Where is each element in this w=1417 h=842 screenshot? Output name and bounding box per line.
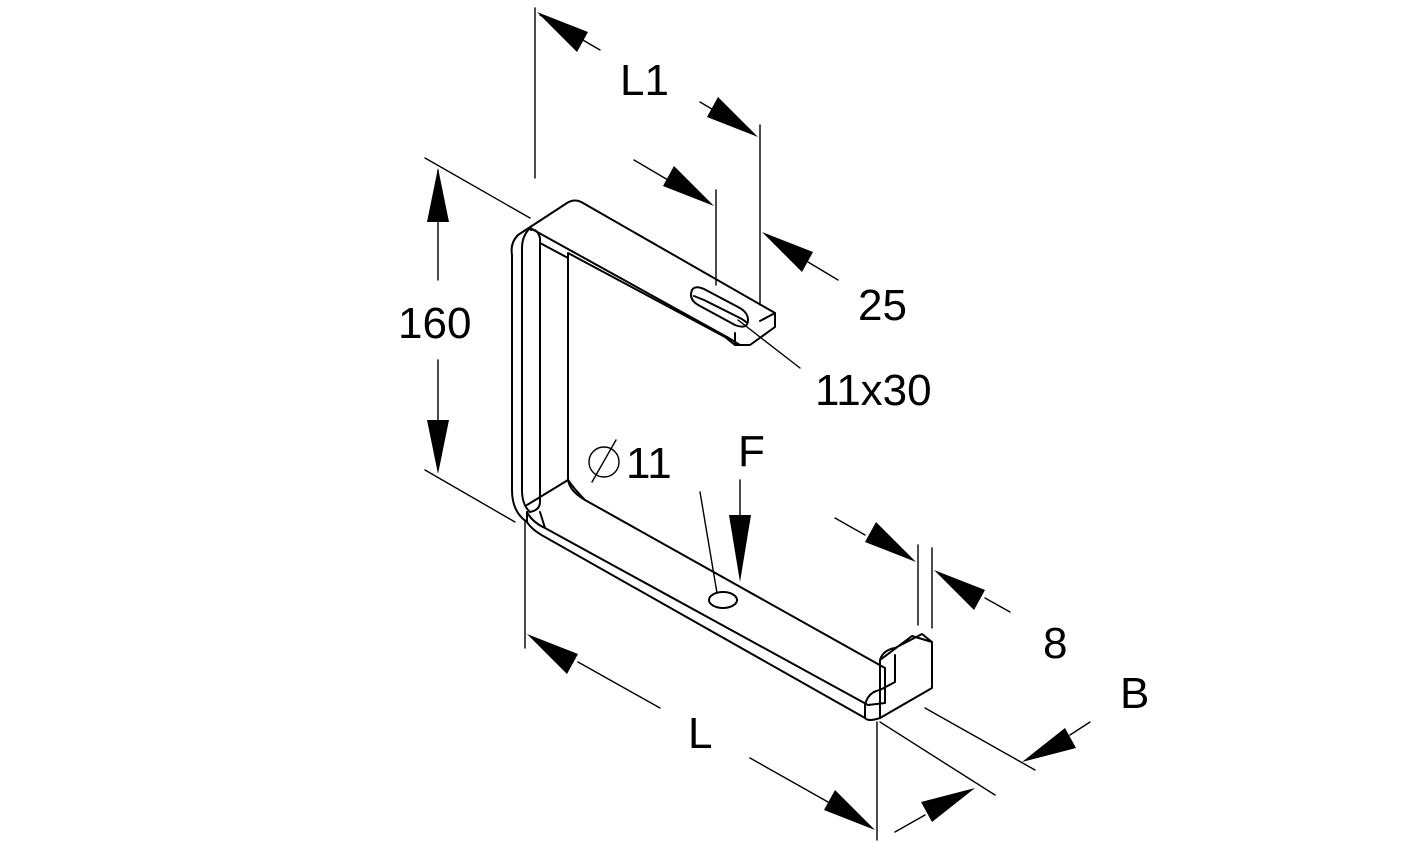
bottom-arm-top-surface: [526, 479, 886, 669]
dim8-arrow-right: [934, 570, 985, 610]
dimension-b: [879, 707, 1091, 833]
top-arm-inner-edge: [529, 227, 728, 338]
dim25-arrow-right: [762, 232, 813, 272]
end-tab-front: [879, 654, 896, 719]
l-arrow-right: [824, 790, 875, 830]
dimension-l1: [534, 7, 761, 306]
top-arm-bevel: [530, 228, 569, 259]
slot-hole-inner: [693, 295, 747, 323]
diameter-label: 11: [588, 439, 718, 594]
label-l: L: [688, 709, 712, 758]
end-tab-inner: [867, 667, 886, 706]
diameter-leader: [699, 491, 718, 594]
slot-leader: [737, 319, 801, 369]
dimension-160: [424, 157, 531, 523]
bottom-arm-slope: [526, 511, 546, 529]
label-160: 160: [398, 299, 471, 348]
slot-hole: [690, 286, 749, 328]
l1-arrow-right: [707, 97, 758, 137]
bottom-arm-front-edge: [526, 521, 866, 719]
b-arrow-bottom: [921, 788, 975, 822]
inner-back-edge: [521, 227, 531, 513]
dimension-25: [633, 159, 839, 286]
l1-arrow-left: [537, 12, 588, 52]
outer-back-edge: [510, 234, 528, 523]
label-25: 25: [858, 281, 907, 330]
label-diameter-value: 11: [626, 439, 672, 488]
dimension-l: [524, 521, 878, 841]
dim160-arrow-bottom: [427, 420, 449, 474]
end-tab: [864, 633, 933, 721]
l-arrow-left: [527, 634, 578, 674]
inner-back-face: [529, 242, 541, 513]
bottom-arm-front-edge-2: [526, 511, 869, 706]
round-hole: [708, 591, 738, 609]
diameter-icon: [588, 446, 620, 478]
label-force: F: [738, 427, 765, 476]
force-arrow-head: [729, 515, 751, 582]
force-arrow: [729, 479, 751, 582]
dim160-arrow-top: [427, 168, 449, 222]
b-arrow-top: [1022, 728, 1076, 762]
dimension-8: [834, 517, 1011, 629]
label-l1: L1: [620, 56, 669, 105]
dim25-arrow-left: [663, 166, 714, 206]
dim8-arrow-left: [865, 522, 916, 562]
label-slot: 11x30: [815, 366, 932, 415]
label-b: B: [1120, 669, 1149, 718]
label-8: 8: [1043, 619, 1067, 668]
bracket-body: [510, 199, 933, 721]
top-arm-outline: [517, 199, 776, 501]
top-arm-end-face: [726, 312, 776, 346]
